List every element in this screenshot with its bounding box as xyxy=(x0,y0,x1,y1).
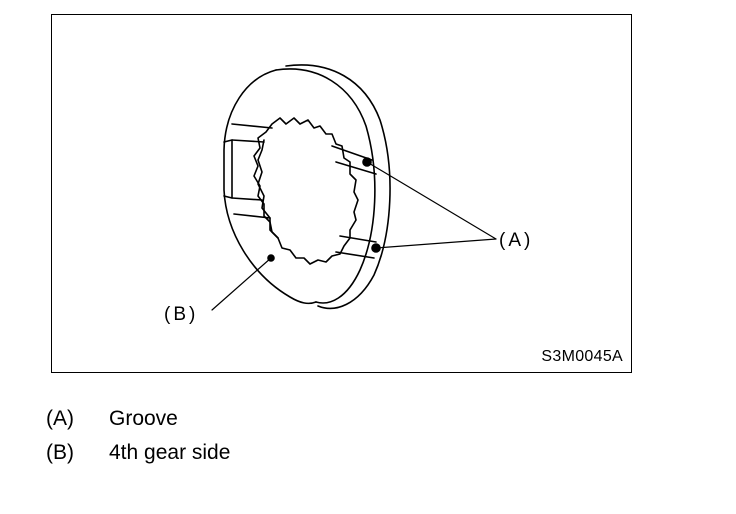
figure-code: S3M0045A xyxy=(541,348,623,365)
leader-b xyxy=(211,257,272,311)
callout-a: (A) xyxy=(499,230,534,251)
ring-front-face xyxy=(223,69,317,305)
splined-bore xyxy=(253,117,359,265)
leader-a2 xyxy=(375,238,497,249)
callout-b: (B) xyxy=(164,304,199,325)
legend-key: (B) xyxy=(46,441,74,464)
left-slot-lower xyxy=(231,197,271,219)
legend-label: 4th gear side xyxy=(109,441,231,464)
legend: (A) Groove (B) 4th gear side xyxy=(46,402,230,470)
groove-lower xyxy=(335,235,377,259)
legend-item: (B) 4th gear side xyxy=(46,436,230,470)
left-slot xyxy=(223,139,233,199)
leader-a1 xyxy=(366,161,497,240)
legend-label: Groove xyxy=(109,407,178,430)
legend-item: (A) Groove xyxy=(46,402,230,436)
ring-outer-rim xyxy=(285,64,391,310)
ring-rim-inner-edge xyxy=(275,68,376,304)
splined-bore-depth xyxy=(257,139,279,239)
legend-key: (A) xyxy=(46,407,74,430)
